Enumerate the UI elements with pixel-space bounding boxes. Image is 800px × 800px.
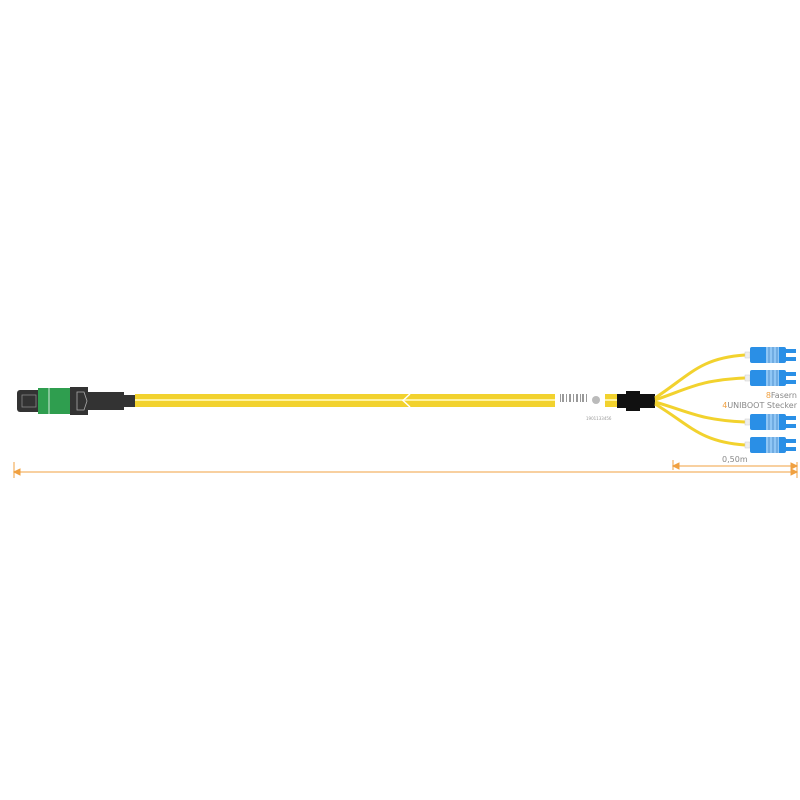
breakout-splitter [617,391,655,411]
connector-count-label: 4UNIBOOT Stecker [722,401,797,410]
main-cable [135,392,617,409]
breakout-length-label: 0,50m [722,455,748,464]
fiber-count: 8 [765,391,771,400]
serial-number: 1901133456 [586,416,612,421]
connector-count: 4 [722,401,728,410]
barcode-label [560,394,600,404]
lc-uniboot-connector-icon [744,437,796,453]
breakout-fibers [654,353,746,447]
lc-uniboot-connector-icon [744,414,796,430]
connector-label: UNIBOOT Stecker [727,401,797,410]
direction-arrow-icon [401,393,411,408]
fiber-count-label: 8Fasern [766,391,797,400]
fiber-label: Fasern [770,391,797,400]
mpo-connector-icon [17,387,135,415]
dimension-total [12,462,799,478]
lc-uniboot-connector-icon [744,347,796,363]
dimension-breakout [671,460,799,470]
lc-uniboot-connectors [744,347,796,453]
lc-uniboot-connector-icon [744,370,796,386]
